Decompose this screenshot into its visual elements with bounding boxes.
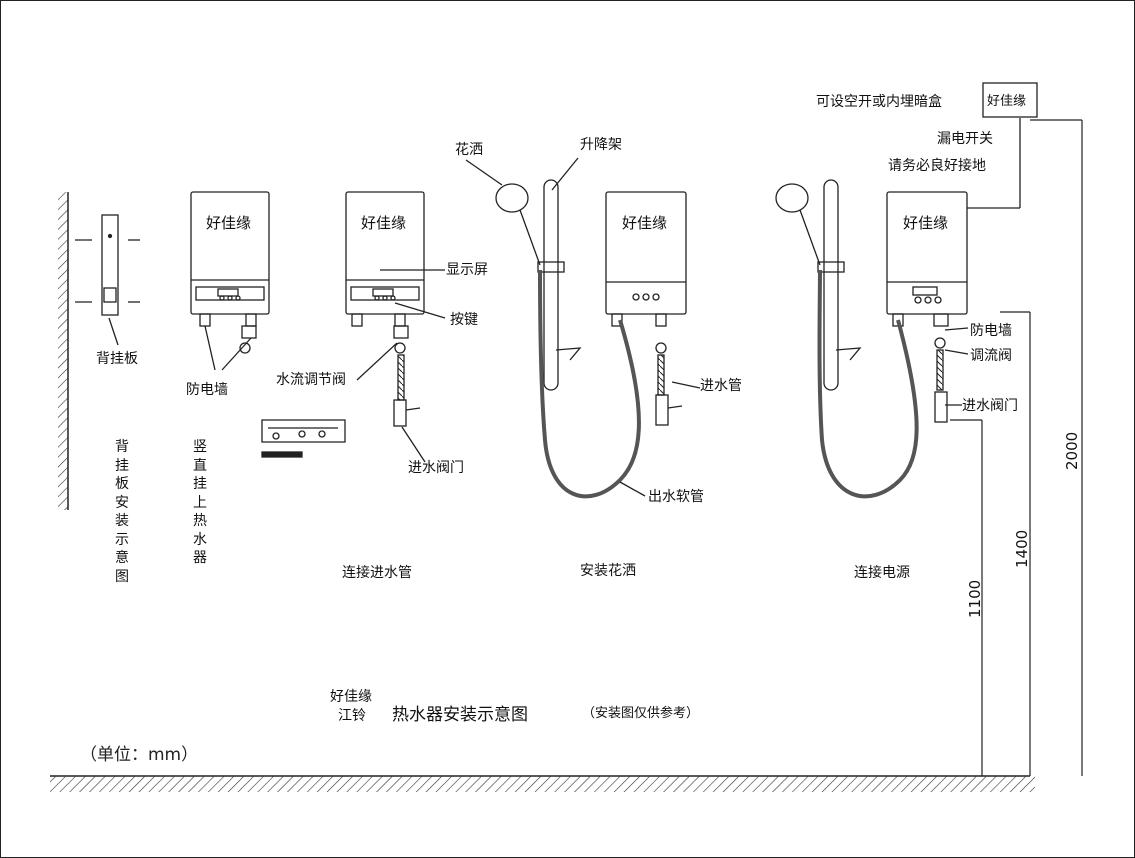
floor-hatch: [50, 775, 1035, 792]
left-wall: [58, 192, 69, 510]
heater-2-brand: 好佳缘: [361, 214, 407, 232]
caption-back-plate-install: 背挂板安装示意图: [115, 439, 129, 585]
dimension-lines: [950, 119, 1083, 776]
caption-connect-inlet: 连接进水管: [342, 565, 412, 581]
heater-1: [190, 191, 270, 371]
dimension-1400: 1400: [1013, 529, 1031, 568]
heater-4-brand: 好佳缘: [903, 214, 949, 232]
heater-2: [345, 191, 446, 463]
caption-connect-power: 连接电源: [854, 565, 910, 581]
anti-shock-wall-label-1: 防电墙: [186, 382, 228, 398]
switch-box-brand: 好佳缘: [987, 94, 1027, 109]
dimension-2000: 2000: [1063, 431, 1081, 470]
switch-box: [982, 82, 1038, 118]
display-label: 显示屏: [446, 262, 488, 278]
leakage-switch-label: 漏电开关: [937, 131, 993, 147]
heater-1-brand: 好佳缘: [206, 214, 252, 232]
inlet-pipe-label: 进水管: [700, 378, 742, 394]
anti-shock-wall-label-2: 防电墙: [970, 323, 1012, 339]
heater-side-view: [261, 419, 346, 458]
heater-3-brand: 好佳缘: [622, 214, 668, 232]
shower-head-label: 花洒: [455, 142, 483, 158]
caption-hang-heater: 竖直挂上热水器: [193, 439, 207, 566]
inlet-valve-label-2: 进水阀门: [962, 398, 1018, 414]
caption-install-shower: 安装花洒: [580, 563, 636, 579]
diagram-note: （安装图仅供参考）: [582, 706, 700, 721]
heater-4-shower: [775, 118, 1021, 499]
diagram-title: 热水器安装示意图: [392, 705, 528, 725]
grounding-label: 请务必良好接地: [888, 158, 986, 174]
back-plate-label: 背挂板: [96, 351, 138, 367]
unit-label: （单位：mm）: [80, 745, 199, 765]
buttons-label: 按键: [450, 312, 478, 328]
footer-brand-2: 江铃: [338, 708, 366, 724]
dimension-1100: 1100: [966, 579, 984, 618]
outlet-hose-label: 出水软管: [648, 489, 704, 505]
back-plate-drawing: [75, 214, 140, 346]
inlet-valve-label-1: 进水阀门: [408, 460, 464, 476]
lift-bracket-label: 升降架: [580, 137, 622, 153]
flow-valve-label: 水流调节阀: [276, 372, 346, 388]
heater-3-shower: [465, 157, 701, 499]
footer-brand-1: 好佳缘: [330, 689, 372, 705]
regulator-valve-label: 调流阀: [970, 348, 1012, 364]
switch-box-note: 可设空开或内埋暗盒: [816, 94, 942, 110]
